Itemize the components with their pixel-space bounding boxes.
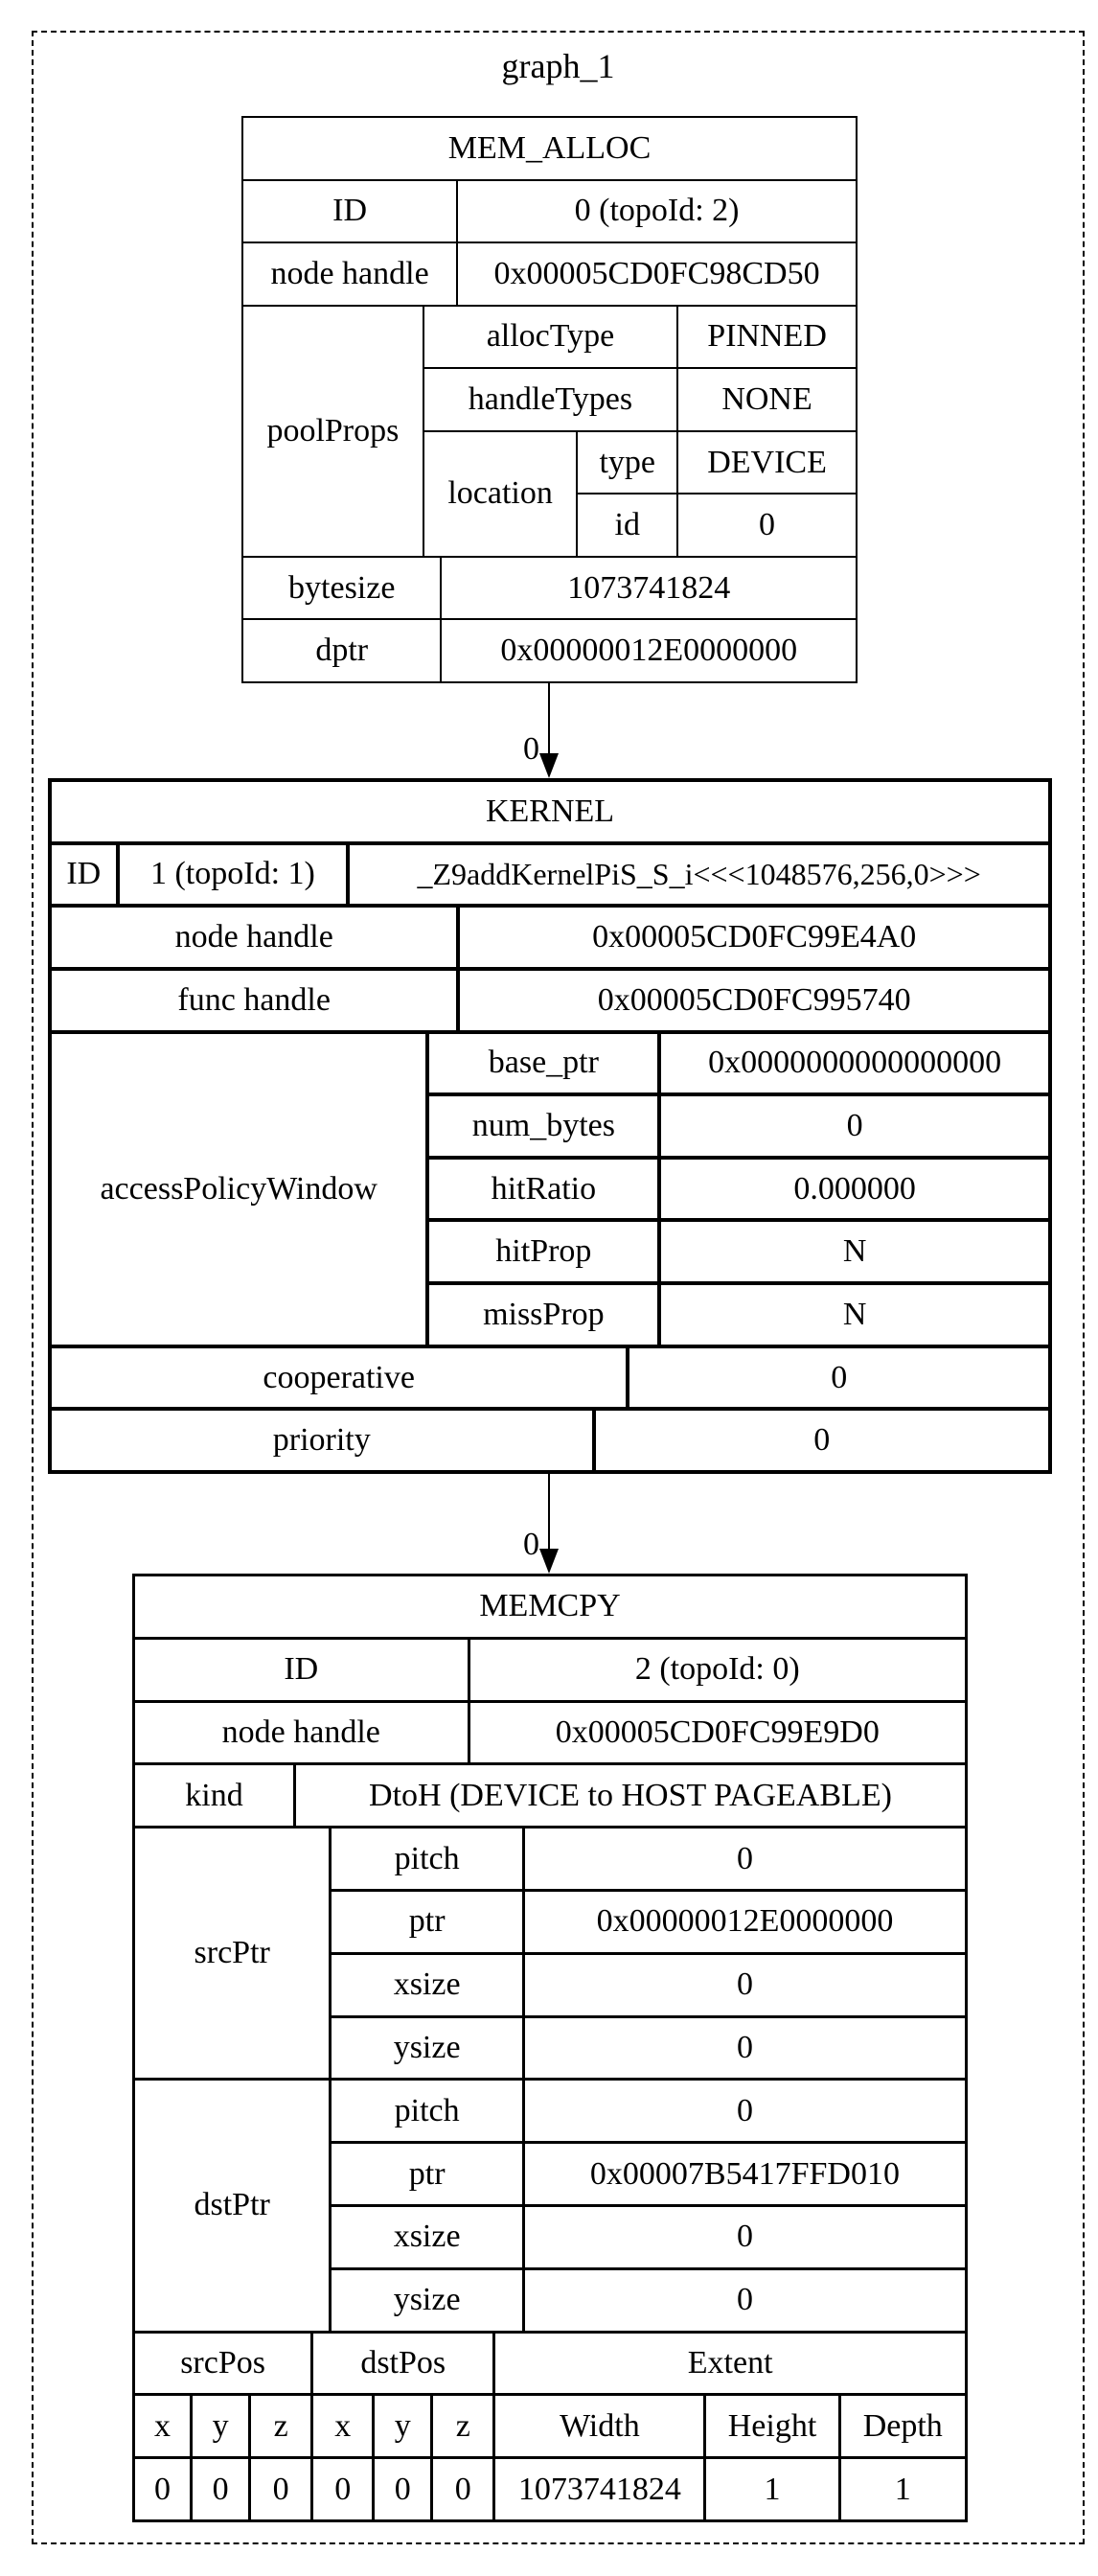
memalloc-id-value: 0 (topoId: 2) [458,180,856,242]
kernel-node-handle-value: 0x00005CD0FC99E4A0 [460,908,1048,967]
memalloc-alloctype-value: PINNED [678,306,856,368]
memalloc-location-type-label: type [578,431,677,494]
kernel-hitratio-label: hitRatio [429,1159,658,1219]
kernel-title: KERNEL [52,782,1048,841]
memcpy-srcpos-x-header: x [135,2396,191,2457]
kernel-func-handle-value: 0x00005CD0FC995740 [460,970,1048,1030]
memalloc-bytesize-label: bytesize [243,557,441,619]
kernel-node: KERNEL ID 1 (topoId: 1) _Z9addKernelPiS_… [48,778,1052,1474]
memalloc-dptr-value: 0x00000012E0000000 [442,620,856,681]
kernel-numbytes-label: num_bytes [429,1096,658,1156]
memcpy-srcpos-y-header: y [193,2396,249,2457]
memcpy-dstptr-label: dstPtr [135,2081,330,2331]
edge-kernel-memcpy-line [548,1474,550,1550]
memcpy-id-value: 2 (topoId: 0) [469,1639,965,1700]
memcpy-node-handle-value: 0x00005CD0FC99E9D0 [469,1702,965,1763]
edge-kernel-memcpy-label: 0 [523,1527,539,1562]
memcpy-srcptr-label: srcPtr [135,1828,330,2079]
memalloc-dptr-label: dptr [243,620,441,681]
memcpy-src-pitch-label: pitch [332,1828,522,1889]
memcpy-dstpos-z-header: z [433,2396,493,2457]
memalloc-bytesize-value: 1073741824 [442,557,856,619]
memcpy-dst-pitch-label: pitch [332,2081,522,2142]
memcpy-extent-header: Extent [495,2333,965,2394]
memcpy-extent-width-value: 1073741824 [495,2459,704,2519]
memalloc-node-handle-label: node handle [243,243,457,305]
memalloc-alloctype-label: allocType [423,306,677,368]
memcpy-dstpos-x-header: x [313,2396,373,2457]
memalloc-location-id-label: id [578,494,677,556]
graph-cluster-border [32,31,1085,2544]
kernel-name: _Z9addKernelPiS_S_i<<<1048576,256,0>>> [350,844,1048,905]
kernel-hitratio-value: 0.000000 [661,1159,1048,1219]
memcpy-node: MEMCPY ID 2 (topoId: 0) node handle 0x00… [132,1574,968,2522]
memcpy-id-label: ID [135,1639,468,1700]
memalloc-title: MEM_ALLOC [243,118,856,179]
kernel-cooperative-value: 0 [629,1347,1048,1408]
kernel-numbytes-value: 0 [661,1096,1048,1156]
memcpy-extent-height-value: 1 [706,2459,838,2519]
memcpy-dst-ptr-label: ptr [332,2144,522,2204]
memcpy-dstpos-header: dstPos [313,2333,493,2394]
memalloc-id-label: ID [243,180,457,242]
memcpy-node-handle-label: node handle [135,1702,468,1763]
memalloc-poolprops-label: poolProps [243,306,423,556]
edge-memalloc-kernel-line [548,683,550,756]
edge-memalloc-kernel-arrowhead-icon [539,753,559,778]
memcpy-dstpos-y-value: 0 [375,2459,431,2519]
kernel-func-handle-label: func handle [52,970,457,1030]
memalloc-location-label: location [423,431,577,556]
kernel-missprop-value: N [661,1285,1048,1345]
memcpy-dst-pitch-value: 0 [524,2081,965,2142]
edge-memalloc-kernel-label: 0 [523,731,539,767]
kernel-cooperative-label: cooperative [52,1347,627,1408]
kernel-hitprop-label: hitProp [429,1222,658,1282]
memalloc-handletypes-value: NONE [678,369,856,430]
memcpy-srcpos-header: srcPos [135,2333,311,2394]
kernel-baseptr-label: base_ptr [429,1033,658,1093]
kernel-missprop-label: missProp [429,1285,658,1345]
memalloc-location-id-value: 0 [678,494,856,556]
memcpy-extent-height-header: Height [706,2396,838,2457]
memcpy-src-xsize-value: 0 [524,1954,965,2015]
kernel-priority-value: 0 [595,1411,1048,1470]
memcpy-src-ysize-value: 0 [524,2017,965,2079]
memcpy-srcpos-z-header: z [251,2396,311,2457]
memalloc-node: MEM_ALLOC ID 0 (topoId: 2) node handle 0… [241,116,858,683]
memcpy-dst-ysize-label: ysize [332,2269,522,2331]
memcpy-src-xsize-label: xsize [332,1954,522,2015]
memcpy-dstpos-z-value: 0 [433,2459,493,2519]
memcpy-src-ptr-value: 0x00000012E0000000 [524,1891,965,1952]
memcpy-kind-value: DtoH (DEVICE to HOST PAGEABLE) [295,1765,965,1827]
memcpy-srcpos-x-value: 0 [135,2459,191,2519]
memcpy-extent-depth-value: 1 [840,2459,965,2519]
kernel-baseptr-value: 0x0000000000000000 [661,1033,1048,1093]
memalloc-node-handle-value: 0x00005CD0FC98CD50 [458,243,856,305]
kernel-hitprop-value: N [661,1222,1048,1282]
kernel-priority-label: priority [52,1411,592,1470]
memcpy-dstpos-x-value: 0 [313,2459,373,2519]
kernel-id-label: ID [52,844,116,905]
memcpy-src-pitch-value: 0 [524,1828,965,1889]
memcpy-src-ysize-label: ysize [332,2017,522,2079]
memcpy-kind-label: kind [135,1765,293,1827]
memcpy-dst-xsize-label: xsize [332,2206,522,2267]
kernel-node-handle-label: node handle [52,908,457,967]
memcpy-extent-depth-header: Depth [840,2396,965,2457]
memcpy-extent-width-header: Width [495,2396,704,2457]
memcpy-srcpos-z-value: 0 [251,2459,311,2519]
memcpy-srcpos-y-value: 0 [193,2459,249,2519]
memcpy-title: MEMCPY [135,1576,965,1637]
memcpy-dstpos-y-header: y [375,2396,431,2457]
kernel-id-value: 1 (topoId: 1) [119,844,347,905]
kernel-accesspolicywindow-label: accessPolicyWindow [52,1033,426,1345]
memcpy-dst-ptr-value: 0x00007B5417FFD010 [524,2144,965,2204]
memcpy-dst-xsize-value: 0 [524,2206,965,2267]
graph-title: graph_1 [501,47,615,85]
memcpy-src-ptr-label: ptr [332,1891,522,1952]
memalloc-location-type-value: DEVICE [678,431,856,494]
memcpy-dst-ysize-value: 0 [524,2269,965,2331]
edge-kernel-memcpy-arrowhead-icon [539,1549,559,1574]
memalloc-handletypes-label: handleTypes [423,369,677,430]
